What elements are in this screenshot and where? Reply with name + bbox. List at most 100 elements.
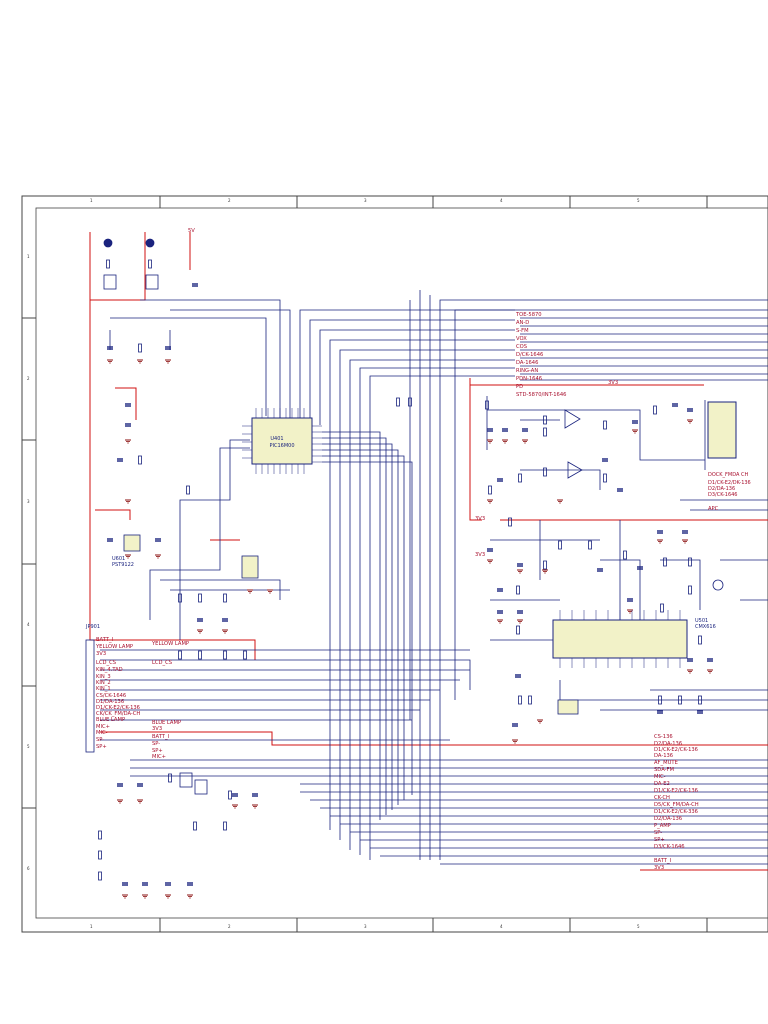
- bottom-right-labels: CS-136 D2/DA-136 D1/CK-E2/CK-136 DA-136 …: [654, 734, 699, 871]
- net-label: 3V3: [654, 865, 664, 871]
- header-pin: KIN_1: [96, 686, 111, 692]
- net-label: DA-136: [654, 753, 673, 759]
- zone-label: 3: [27, 499, 30, 504]
- regulator-ref: U601: [112, 556, 125, 562]
- mid-labels: YELLOW LAMP LCD_CS BLUE LAMP 3V3 BATT_I …: [151, 641, 189, 760]
- regulator-part: PST9122: [112, 562, 134, 568]
- zone-label: 4: [500, 924, 503, 929]
- crystal-block: [241, 555, 259, 579]
- net-label: D1/CK-E2/CK-136: [654, 788, 698, 794]
- net-label: BATT_I: [152, 734, 170, 740]
- dock-chip-u505: DOCK_FMDA CH D1/CK-E2/DK-136 D2/DA-136 D…: [707, 401, 751, 498]
- net-label: P_AMP: [654, 823, 671, 829]
- header-pin: 3V3: [96, 651, 106, 657]
- mcu-ref: U401: [270, 436, 283, 442]
- net-label: MIC-: [654, 774, 666, 780]
- net-label: D2/DA-136: [654, 816, 682, 822]
- rail-label: STD-5870/INT-1646: [516, 392, 566, 398]
- passive-components: [98, 259, 714, 886]
- net-label: D1/CK-E2/CK-136: [654, 747, 698, 753]
- dock-line: D3/CK-1646: [708, 492, 738, 498]
- dock-line: D2/DA-136: [708, 486, 735, 492]
- net-label: LCD_CS: [152, 660, 172, 666]
- supply-labels: 5V 3V3 3V3 3V3 APC: [188, 228, 719, 558]
- opamp-block: [564, 409, 583, 479]
- dock-line: D1/CK-E2/DK-136: [708, 480, 751, 486]
- rail-label: TOE-5870: [515, 312, 542, 318]
- codec-chip-u501: U501 CMX616: [552, 610, 716, 668]
- header-pin: MIC+: [96, 724, 110, 730]
- rail-label-stack: TOE-5870 AN-D S-FM VOX COS D/CK-1646 DA-…: [515, 312, 566, 398]
- zone-label: 1: [90, 924, 93, 929]
- net-label: D2/DA-136: [654, 741, 682, 747]
- supply-3v3: 3V3: [608, 380, 618, 386]
- header-pin: CK/CK_FM/DA-CH: [96, 711, 140, 717]
- zone-label: 3: [364, 198, 367, 203]
- net-label: D3/CK-1646: [654, 844, 685, 850]
- rail-label: COS: [516, 344, 527, 350]
- zone-label: 2: [27, 376, 30, 381]
- net-label: CS-136: [654, 734, 673, 740]
- header-pin: CS/CK-1646: [96, 693, 126, 699]
- drawing-frame: [21, 195, 768, 933]
- codec-ref: U501: [695, 618, 708, 624]
- rail-label: D/CK-1646: [516, 352, 543, 358]
- net-label: BATT_I: [654, 858, 672, 864]
- net-label: SP-: [152, 741, 160, 747]
- zone-label: 5: [637, 198, 640, 203]
- header-pin: KIN_4.TAD: [96, 667, 123, 673]
- net-label: YELLOW LAMP: [151, 641, 189, 647]
- rail-label: S-FM: [516, 328, 529, 334]
- apc-label: APC: [708, 506, 719, 512]
- rail-label: PDN-1646: [516, 376, 542, 382]
- rail-label: PD: [516, 384, 523, 390]
- header-pin: D1/DA-136: [96, 699, 124, 705]
- regulator-u601: U601 PST9122: [112, 534, 141, 568]
- net-label: DA-E2: [654, 781, 670, 787]
- zone-label: 1: [27, 254, 30, 259]
- small-ic: [557, 699, 579, 715]
- net-label: SP+: [152, 748, 163, 754]
- rail-label: RING-AN: [516, 368, 538, 374]
- zone-label: 5: [637, 924, 640, 929]
- header-pin: KIN_2: [96, 680, 111, 686]
- header-pin: D1/CK-E2/CK-136: [96, 705, 140, 711]
- zone-label: 6: [27, 866, 30, 871]
- zone-label: 2: [228, 198, 231, 203]
- header-pin: LCD_CS: [96, 660, 116, 666]
- header-pin: SP-: [96, 737, 104, 743]
- header-pin: BATT_I: [96, 637, 114, 643]
- dock-label: DOCK_FMDA CH: [708, 472, 749, 478]
- header-pin: SP+: [96, 744, 107, 750]
- header-pin: BLUE LAMP: [96, 717, 125, 723]
- rail-label: VOX: [516, 336, 527, 342]
- header-jp901: JP901 BATT_I YELLOW LAMP 3V3 LCD_CS KIN_…: [85, 624, 140, 753]
- zone-labels: 1 2 3 4 5 1 2 3 4 5 1 2 3 4 5 6: [27, 198, 640, 929]
- net-label: MIC+: [152, 754, 166, 760]
- codec-part: CMX616: [695, 624, 716, 630]
- zone-label: 4: [27, 622, 30, 627]
- net-label: D1/CK-E2/CK-336: [654, 809, 698, 815]
- header-pin: YELLOW LAMP: [95, 644, 133, 650]
- zone-label: 1: [90, 198, 93, 203]
- rail-label: AN-D: [516, 320, 529, 326]
- header-pin: KIN_3: [96, 674, 111, 680]
- header-pin: MIC-: [96, 730, 108, 736]
- net-label: AF_MUTE: [654, 760, 678, 766]
- zone-label: 2: [228, 924, 231, 929]
- net-label: D5/CK_FM/DA-CH: [654, 802, 699, 808]
- supply-3v3: 3V3: [475, 516, 485, 522]
- net-label: SP+: [654, 837, 665, 843]
- supply-3v3: 3V3: [475, 552, 485, 558]
- zone-label: 3: [364, 924, 367, 929]
- net-label: 3V3: [152, 726, 162, 732]
- led-transistor-block: [103, 238, 724, 795]
- rail-label: DA-1646: [516, 360, 538, 366]
- mcu-chip-u401: U401 PIC16M00: [242, 408, 322, 474]
- zone-label: 4: [500, 198, 503, 203]
- net-label: CK-CH: [654, 795, 670, 801]
- net-label: SP-: [654, 830, 662, 836]
- mcu-part: PIC16M00: [269, 443, 294, 449]
- net-label: BLUE LAMP: [152, 720, 181, 726]
